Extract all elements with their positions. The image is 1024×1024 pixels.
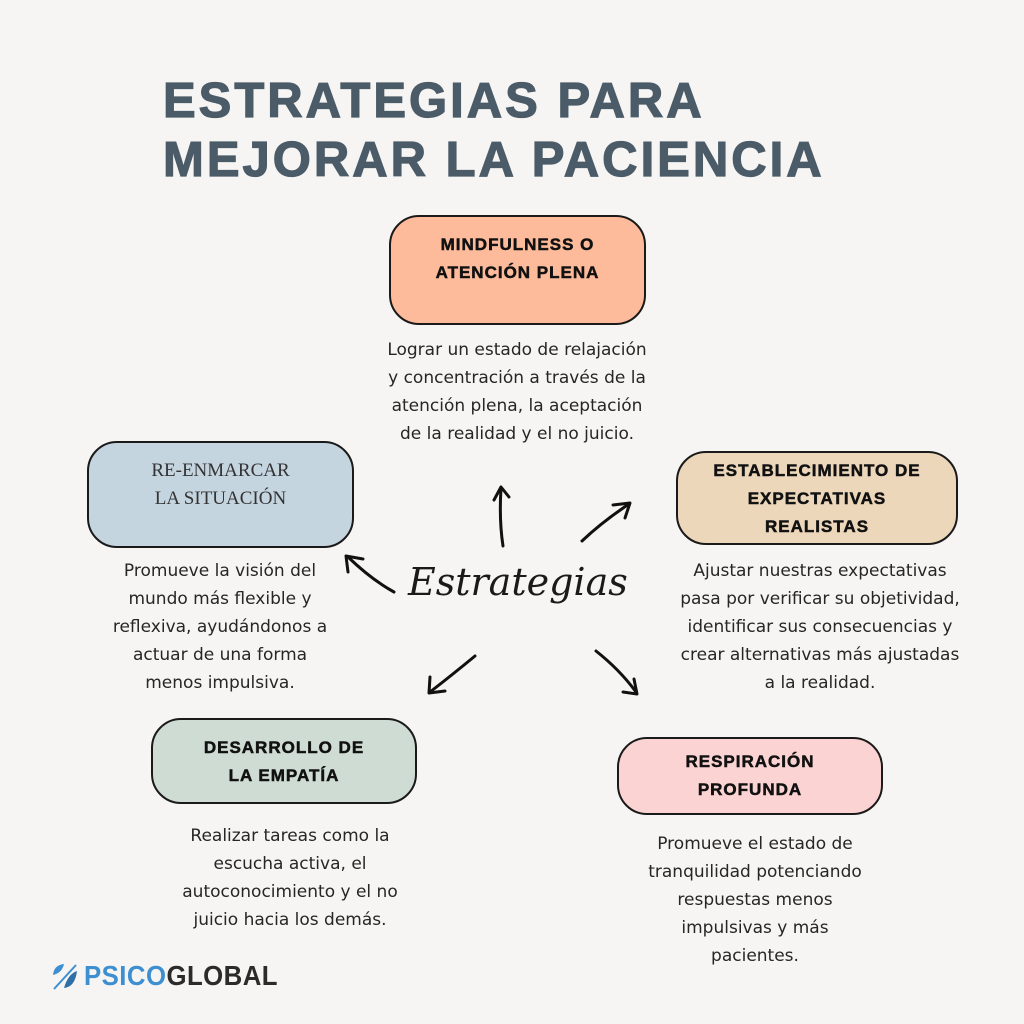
title-line: LA SITUACIÓN (154, 488, 287, 509)
title-line-2: MEJORAR LA PACIENCIA (162, 132, 825, 187)
arrow-down-left-icon (427, 654, 477, 695)
desc-line: crear alternativas más ajustadas (680, 645, 960, 665)
desc-line: pasa por verificar su objetividad, (680, 589, 960, 609)
title-line: RE-ENMARCAR (151, 460, 290, 481)
desc-line: juicio hacia los demás. (193, 910, 387, 930)
strategy-title-expectations: ESTABLECIMIENTO DE EXPECTATIVAS REALISTA… (713, 457, 920, 541)
strategy-box-expectations: ESTABLECIMIENTO DE EXPECTATIVAS REALISTA… (676, 451, 958, 545)
title-line: DESARROLLO DE (203, 738, 365, 758)
desc-line: Promueve la visión del (123, 561, 317, 581)
title-line: EXPECTATIVAS (747, 489, 887, 509)
strategy-box-breathing: RESPIRACIÓN PROFUNDA (617, 737, 883, 815)
arrow-up-right-icon (580, 501, 632, 543)
desc-line: y concentración a través de la (388, 368, 646, 388)
desc-line: autoconocimiento y el no (182, 882, 398, 902)
strategy-desc-expectations: Ajustar nuestras expectativas pasa por v… (645, 557, 995, 697)
desc-line: atención plena, la aceptación (391, 396, 643, 416)
desc-line: mundo más flexible y (128, 589, 312, 609)
desc-line: Ajustar nuestras expectativas (693, 561, 947, 581)
strategy-desc-reframe: Promueve la visión del mundo más flexibl… (70, 557, 370, 697)
desc-line: de la realidad y el no juicio. (400, 424, 634, 444)
brand-logo: PSICOGLOBAL (50, 960, 295, 992)
desc-line: Lograr un estado de relajación (387, 340, 647, 360)
desc-line: tranquilidad potenciando (648, 862, 862, 882)
arrow-down-right-icon (594, 649, 639, 696)
desc-line: identificar sus consecuencias y (687, 617, 953, 637)
strategy-desc-mindfulness: Lograr un estado de relajación y concent… (352, 336, 682, 448)
brand-name: PSICOGLOBAL (84, 960, 278, 992)
title-line: PROFUNDA (697, 780, 803, 800)
title-line: ATENCIÓN PLENA (435, 263, 600, 283)
desc-line: reflexiva, ayudándonos a (112, 617, 328, 637)
desc-line: pacientes. (711, 946, 799, 966)
strategy-box-reframe: RE-ENMARCAR LA SITUACIÓN (87, 441, 354, 548)
desc-line: Realizar tareas como la (190, 826, 390, 846)
strategy-desc-breathing: Promueve el estado de tranquilidad poten… (605, 830, 905, 970)
desc-line: menos impulsiva. (145, 673, 295, 693)
strategy-title-reframe: RE-ENMARCAR LA SITUACIÓN (151, 457, 289, 513)
title-line: ESTABLECIMIENTO DE (713, 461, 921, 481)
leaf-icon (53, 964, 77, 990)
strategy-desc-empathy: Realizar tareas como la escucha activa, … (140, 822, 440, 934)
desc-line: a la realidad. (764, 673, 876, 693)
title-line: LA EMPATÍA (228, 766, 340, 786)
center-label: Estrategias (408, 560, 628, 604)
desc-line: impulsivas y más (681, 918, 829, 938)
strategy-title-breathing: RESPIRACIÓN PROFUNDA (685, 748, 814, 804)
desc-line: respuestas menos (677, 890, 833, 910)
title-line: REALISTAS (764, 517, 870, 537)
strategy-title-empathy: DESARROLLO DE LA EMPATÍA (204, 734, 364, 790)
strategy-box-mindfulness: MINDFULNESS O ATENCIÓN PLENA (389, 215, 646, 325)
desc-line: escucha activa, el (213, 854, 367, 874)
strategy-box-empathy: DESARROLLO DE LA EMPATÍA (151, 718, 417, 804)
arrow-up-icon (492, 485, 511, 548)
title-line-1: ESTRATEGIAS PARA (162, 73, 705, 128)
title-line: MINDFULNESS O (440, 235, 595, 255)
brand-name-psico: PSICO (84, 960, 167, 991)
desc-line: Promueve el estado de (657, 834, 853, 854)
brand-name-global: GLOBAL (166, 960, 278, 991)
strategy-title-mindfulness: MINDFULNESS O ATENCIÓN PLENA (435, 231, 600, 287)
desc-line: actuar de una forma (132, 645, 308, 665)
title-line: RESPIRACIÓN (685, 752, 815, 772)
page-title: ESTRATEGIAS PARA MEJORAR LA PACIENCIA (162, 72, 923, 190)
